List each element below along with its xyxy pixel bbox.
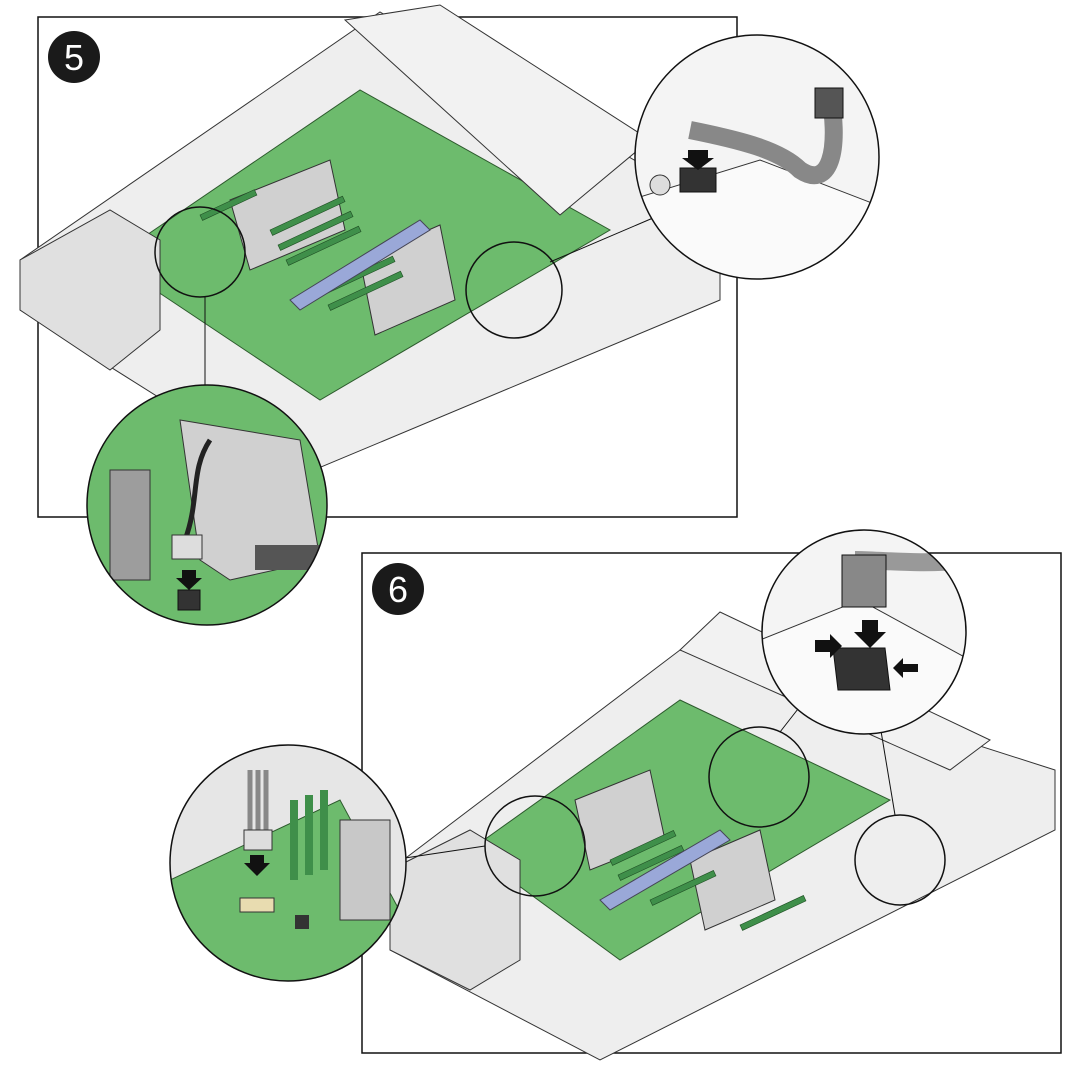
arrow-down-icon [682, 150, 714, 170]
detail-circle-small [708, 726, 810, 828]
arrow-left-icon [893, 658, 918, 678]
arrow-down-icon [854, 620, 886, 648]
detail-circle-small [854, 814, 946, 906]
zoom-callout-bottom [86, 384, 328, 626]
arrow-right-icon [815, 634, 842, 658]
step-5-badge: 5 [48, 31, 100, 83]
detail-circle-small [465, 241, 563, 339]
step-5-panel: 5 [19, 4, 880, 626]
detail-circle-small [154, 206, 246, 298]
server-chassis [389, 611, 1056, 1061]
zoom-callout-top [761, 529, 967, 735]
step-6-badge: 6 [372, 563, 424, 615]
callout-line [879, 724, 896, 816]
step-number: 6 [388, 569, 408, 610]
callout-line [549, 214, 661, 263]
server-chassis [19, 4, 721, 481]
zoom-callout-left [169, 744, 407, 982]
arrow-down-icon [244, 855, 270, 876]
callout-line [404, 845, 486, 859]
arrow-down-icon [176, 570, 202, 590]
step-6-panel: 6 [169, 529, 1062, 1061]
zoom-callout-top [634, 34, 880, 280]
step-number: 5 [64, 37, 84, 78]
